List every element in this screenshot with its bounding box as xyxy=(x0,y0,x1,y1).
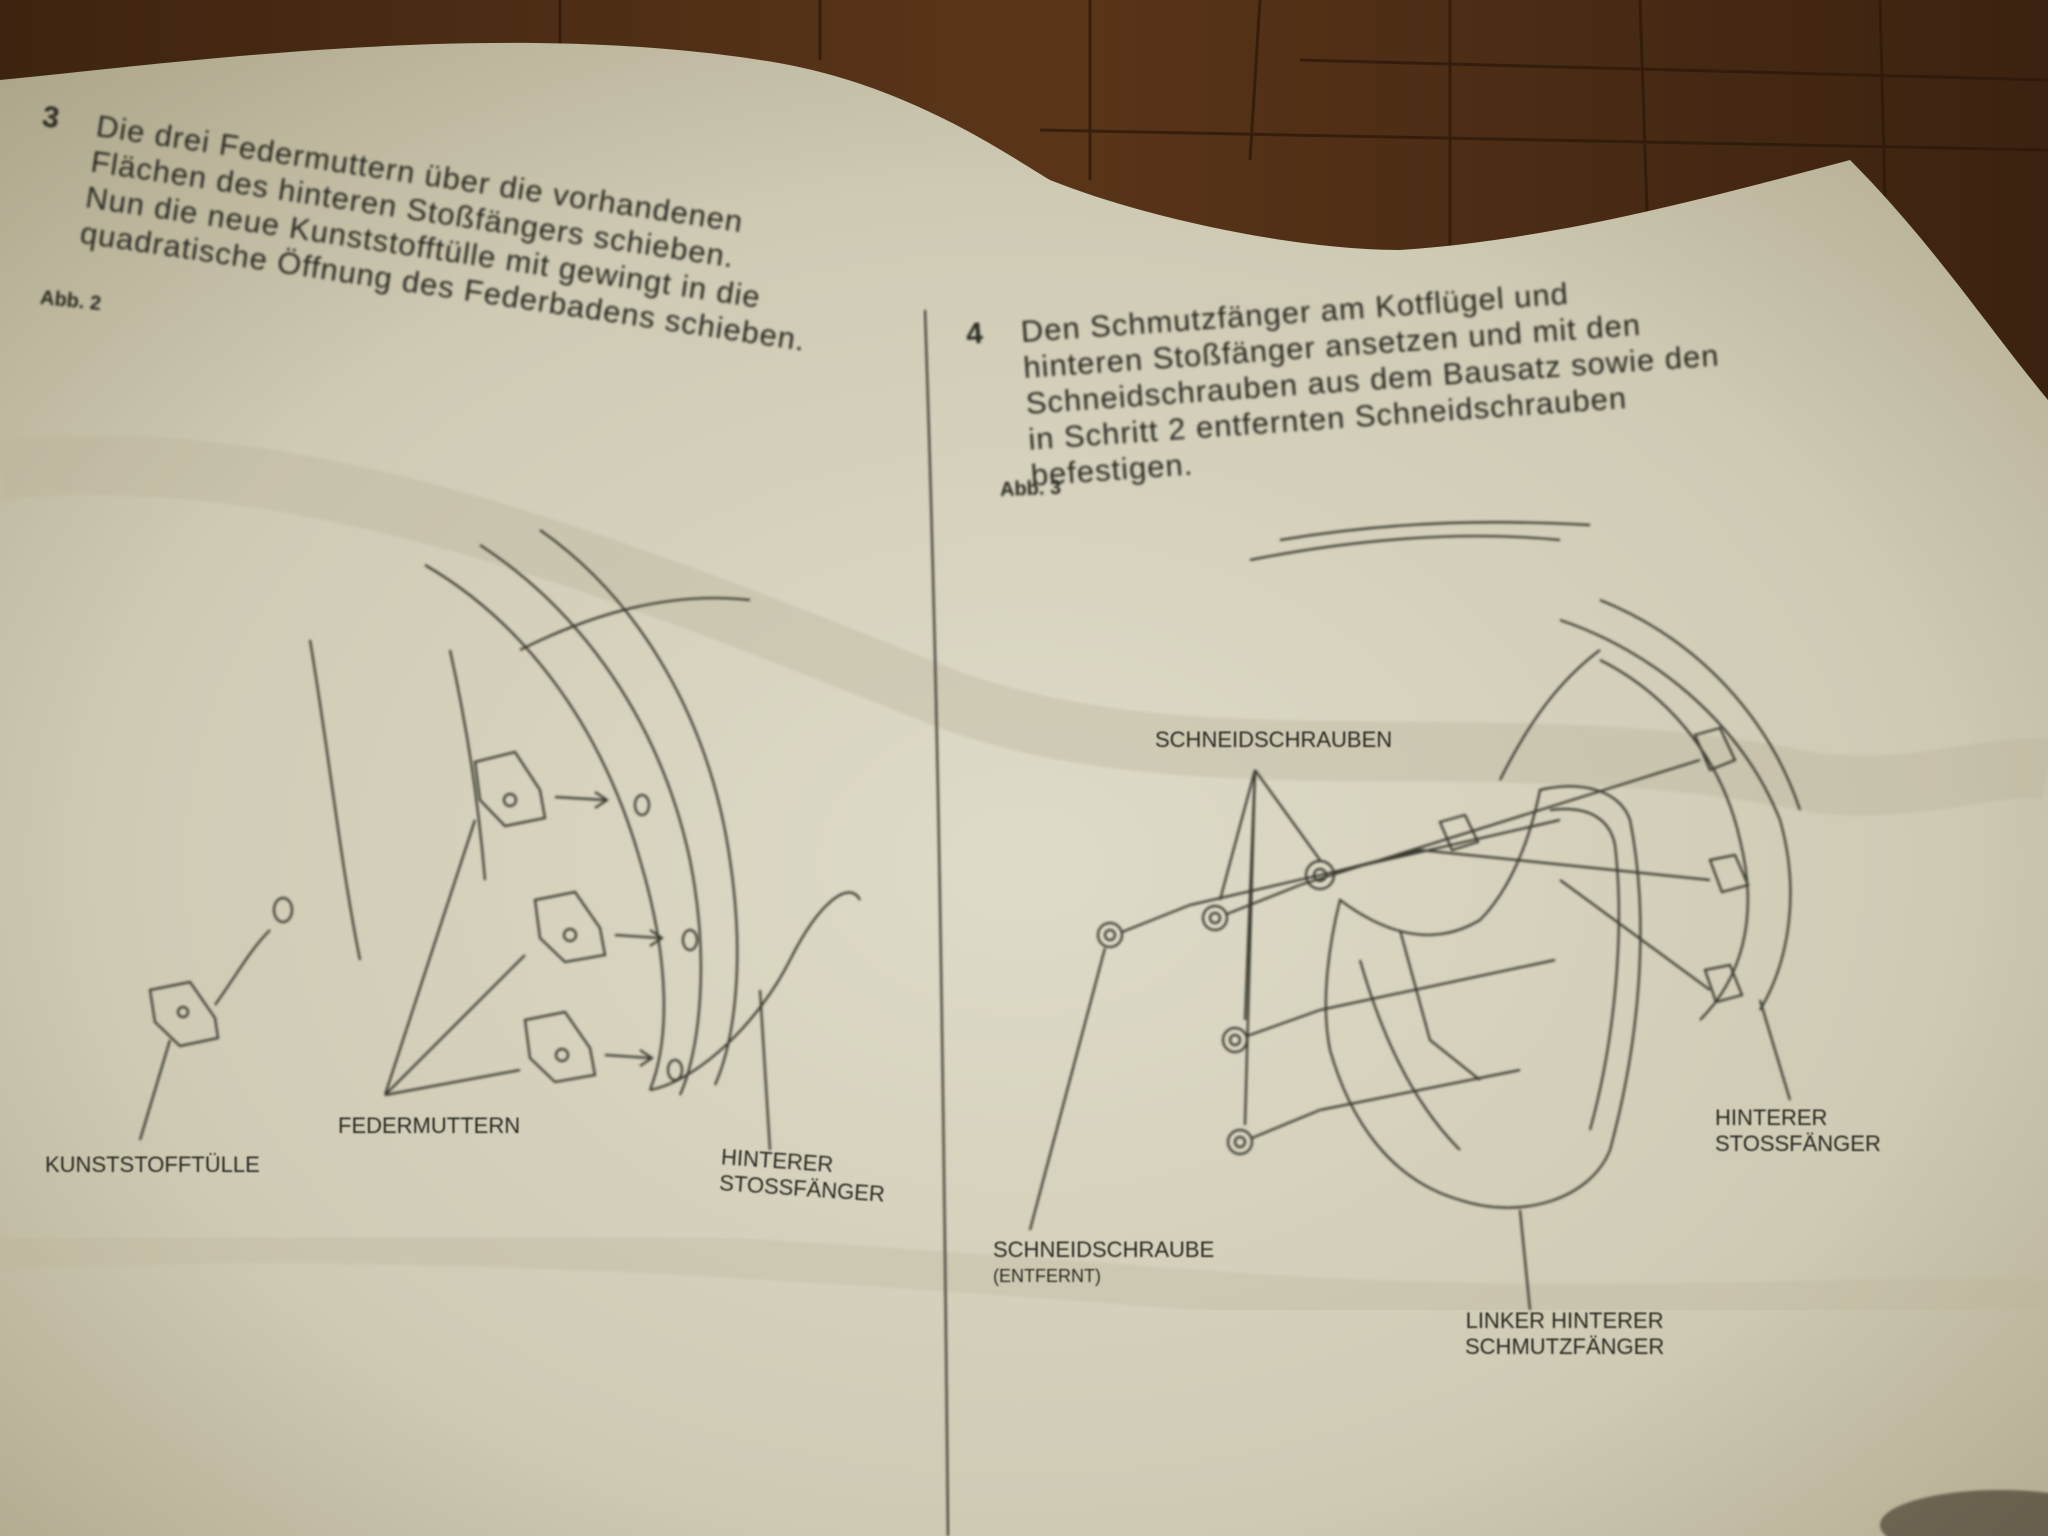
label-self-tapping-screw-single: SCHNEIDSCHRAUBE (entfernt) xyxy=(993,1237,1214,1289)
label-left-rear-mudflap: LINKER HINTERER SCHMUTZFÄNGER xyxy=(1465,1308,1664,1360)
label-screw-single-line2: (entfernt) xyxy=(993,1266,1101,1286)
label-rear-bumper-right-line2: STOSSFÄNGER xyxy=(1715,1131,1881,1156)
label-mudflap-line1: LINKER HINTERER xyxy=(1465,1308,1664,1333)
label-rear-bumper-right-line1: HINTERER xyxy=(1715,1105,1828,1130)
label-self-tapping-screws: SCHNEIDSCHRAUBEN xyxy=(1155,727,1393,752)
label-grommet: KUNSTSTOFFTÜLLE xyxy=(45,1152,260,1177)
label-screw-single-line1: SCHNEIDSCHRAUBE xyxy=(993,1237,1215,1262)
label-rear-bumper-right: HINTERER STOSSFÄNGER xyxy=(1715,1105,1881,1157)
label-spring-nuts: FEDERMUTTERN xyxy=(338,1113,521,1138)
label-mudflap-line2: SCHMUTZFÄNGER xyxy=(1465,1334,1665,1359)
